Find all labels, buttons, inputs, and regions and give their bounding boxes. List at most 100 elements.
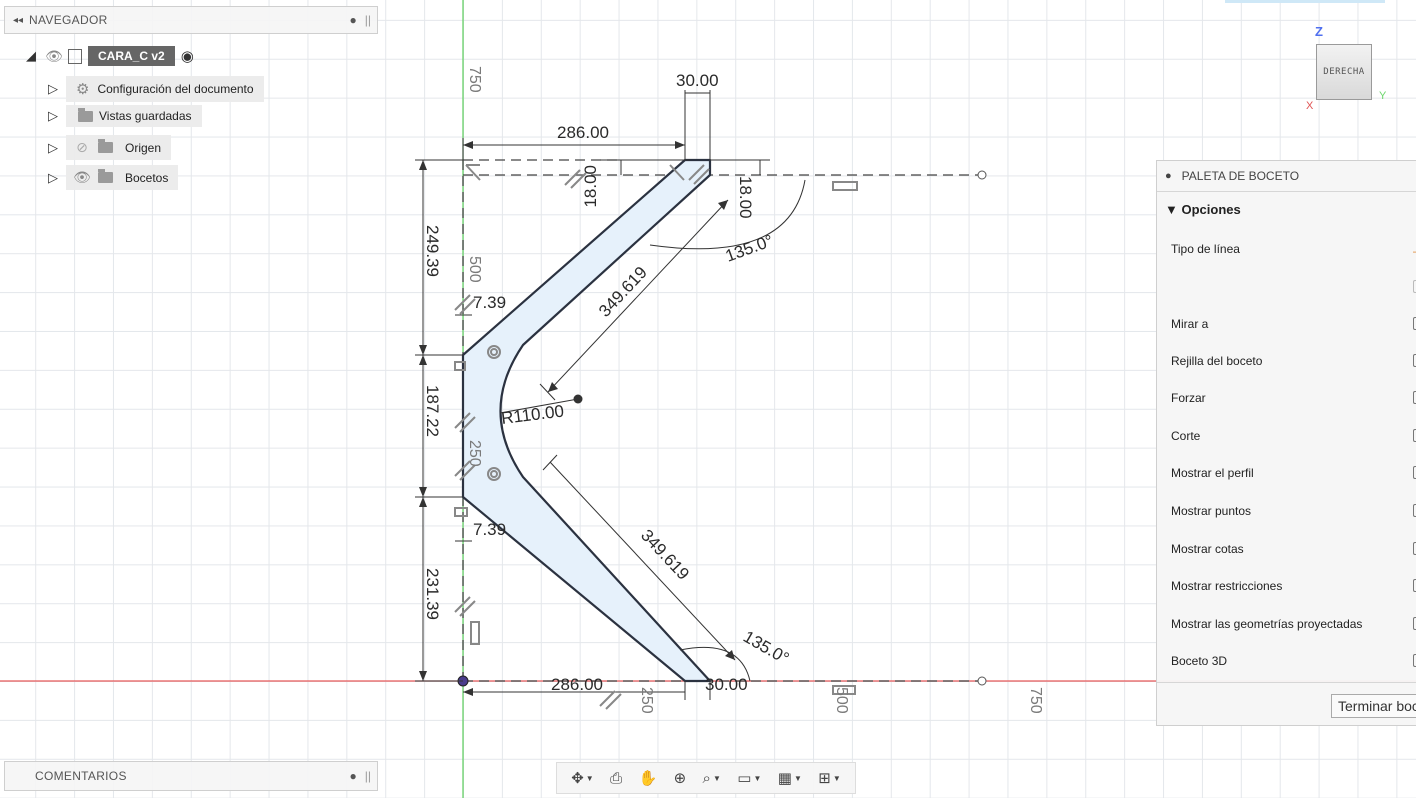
dim-angle-bottom[interactable]: 135.0°	[740, 627, 792, 668]
show-profile-checkbox[interactable]	[1413, 466, 1416, 479]
tree-item-bg: ⚙ Configuración del documento	[66, 76, 264, 102]
tree-item-bg: 👁 Bocetos	[66, 165, 179, 190]
dim-top-length[interactable]: 286.00	[557, 123, 609, 142]
look-at-tool[interactable]: ⎙	[610, 770, 622, 787]
display-settings-tool[interactable]: ▭▼	[737, 769, 761, 787]
eye-icon[interactable]: 👁	[45, 47, 63, 64]
tree-item-bg: ⊘ Origen	[66, 135, 172, 160]
expand-triangle-icon[interactable]: ▷	[48, 81, 58, 96]
palette-divider	[1157, 682, 1416, 683]
dimension-arrowheads	[419, 141, 735, 696]
dim-radius[interactable]: R110.00	[500, 401, 565, 428]
axis-z-label: Z	[1315, 24, 1323, 39]
palette-options-icon[interactable]: ●	[1165, 170, 1172, 182]
view-cube-face[interactable]: DERECHA	[1316, 44, 1372, 100]
chevron-down-icon: ▼	[793, 773, 802, 783]
dim-angle-top[interactable]: 135.0°	[723, 231, 776, 266]
dim-segment-lower[interactable]: 231.39	[423, 568, 442, 620]
palette-header[interactable]: ● PALETA DE BOCETO	[1157, 161, 1416, 192]
option-snap: Forzar	[1171, 391, 1206, 405]
show-constraints-checkbox[interactable]	[1413, 579, 1416, 592]
chevron-down-icon: ▼	[712, 773, 721, 783]
expand-triangle-icon[interactable]: ▷	[48, 139, 58, 155]
expand-triangle-icon[interactable]: ▷	[48, 169, 58, 185]
collapse-triangle-icon[interactable]: ◢	[26, 48, 36, 63]
axis-label-v500: 500	[466, 256, 483, 283]
tree-item-saved-views[interactable]: ▷ Vistas guardadas	[48, 105, 202, 127]
palette-title: PALETA DE BOCETO	[1181, 169, 1300, 183]
option-show-dimensions: Mostrar cotas	[1171, 542, 1244, 556]
fit-tool[interactable]: ⌕▼	[703, 770, 721, 787]
sketch-profile[interactable]	[461, 158, 712, 683]
line-type-icon[interactable]: —	[1413, 244, 1416, 258]
folder-icon	[98, 169, 113, 183]
tree-root[interactable]: ◢ 👁 CARA_C v2 ◉	[26, 46, 194, 66]
viewports-tool[interactable]: ⊞▼	[818, 769, 841, 787]
dim-offset-upper[interactable]: 7.39	[473, 293, 506, 312]
axis-label-h250: 250	[638, 687, 655, 714]
dim-offset-lower[interactable]: 7.39	[473, 520, 506, 539]
panel-grip-icon[interactable]: ||	[364, 769, 371, 783]
tree-item-label: Vistas guardadas	[99, 109, 192, 123]
activate-target-icon[interactable]: ◉	[180, 48, 194, 65]
zoom-icon: ⊕	[673, 770, 687, 787]
dim-segment-upper[interactable]: 249.39	[423, 225, 442, 277]
root-component-name[interactable]: CARA_C v2	[88, 46, 175, 66]
option-show-constraints: Mostrar restricciones	[1171, 579, 1283, 593]
sketch-grid-checkbox[interactable]	[1413, 354, 1416, 367]
axis-label-h500: 500	[833, 687, 850, 714]
orbit-tool[interactable]: ✥▼	[571, 769, 594, 787]
axis-label-h750: 750	[1027, 687, 1044, 714]
axis-label-v250: 250	[466, 440, 483, 467]
option-3d-sketch: Boceto 3D	[1171, 654, 1228, 668]
option-line-type: Tipo de línea	[1171, 242, 1240, 256]
dim-left-height[interactable]: 18.00	[581, 165, 600, 208]
line-type-construction-icon[interactable]	[1413, 280, 1416, 293]
grid-icon: ▦	[777, 770, 792, 787]
sketch-palette: ● PALETA DE BOCETO ▼ Opciones Tipo de lí…	[1156, 160, 1416, 726]
dim-top-width[interactable]: 30.00	[676, 71, 719, 90]
look-at-icon[interactable]	[1413, 317, 1416, 330]
zoom-tool[interactable]: ⊕	[674, 769, 687, 787]
options-section-toggle[interactable]: ▼ Opciones	[1165, 201, 1241, 217]
hand-icon: ✋	[638, 770, 658, 787]
panel-grip-icon[interactable]: ||	[364, 13, 371, 27]
3d-sketch-checkbox[interactable]	[1413, 654, 1416, 667]
pan-tool[interactable]: ✋	[638, 769, 657, 787]
view-cube[interactable]: Z DERECHA Y X	[1300, 24, 1400, 116]
top-tab-indicator	[1225, 0, 1385, 3]
dim-lower-diagonal[interactable]: 349.619	[637, 526, 693, 584]
grid-settings-tool[interactable]: ▦▼	[778, 769, 802, 787]
axis-label-v750: 750	[466, 66, 483, 93]
dim-segment-middle[interactable]: 187.22	[423, 385, 442, 437]
arc-center-point[interactable]	[573, 394, 583, 404]
tree-item-document-settings[interactable]: ▷ ⚙ Configuración del documento	[48, 76, 264, 102]
option-look-at: Mirar a	[1171, 317, 1209, 331]
eye-hidden-icon[interactable]: ⊘	[76, 139, 88, 155]
tree-item-sketches[interactable]: ▷ 👁 Bocetos	[48, 165, 179, 190]
show-dimensions-checkbox[interactable]	[1413, 542, 1416, 555]
snap-checkbox[interactable]	[1413, 391, 1416, 404]
option-show-profile: Mostrar el perfil	[1171, 466, 1254, 480]
dim-bottom-length[interactable]: 286.00	[551, 675, 603, 694]
expand-triangle-icon[interactable]: ▷	[48, 108, 58, 123]
dim-right-height[interactable]: 18.00	[736, 176, 755, 219]
show-points-checkbox[interactable]	[1413, 504, 1416, 517]
show-projected-geometry-checkbox[interactable]	[1413, 617, 1416, 630]
orbit-icon: ✥	[571, 770, 584, 787]
navigator-header[interactable]: ◂◂ NAVEGADOR ● ||	[4, 6, 378, 34]
component-icon	[68, 48, 82, 64]
panel-options-icon[interactable]: ●	[349, 13, 357, 27]
tree-item-origin[interactable]: ▷ ⊘ Origen	[48, 135, 172, 160]
comments-bar[interactable]: COMENTARIOS ● ||	[4, 761, 378, 791]
finish-sketch-button[interactable]: Terminar boceto	[1331, 694, 1416, 718]
construction-endpoint-bottom[interactable]	[977, 676, 987, 686]
axis-x-label: X	[1306, 100, 1314, 112]
dim-bottom-width[interactable]: 30.00	[705, 675, 748, 694]
eye-icon[interactable]: 👁	[73, 169, 91, 185]
collapse-icon[interactable]: ◂◂	[13, 14, 24, 26]
slice-checkbox[interactable]	[1413, 429, 1416, 442]
comments-options-icon[interactable]: ●	[349, 769, 357, 783]
construction-endpoint-top[interactable]	[977, 170, 987, 180]
